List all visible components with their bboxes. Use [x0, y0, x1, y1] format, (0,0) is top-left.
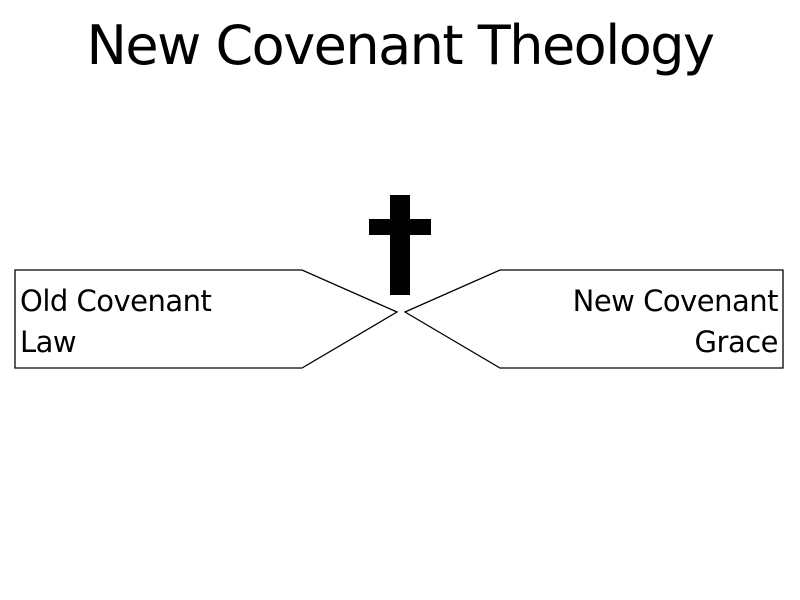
old-covenant-line2: Law	[20, 325, 77, 359]
new-covenant-label: New Covenant Grace	[572, 281, 779, 363]
old-covenant-label: Old Covenant Law	[20, 281, 212, 363]
slide-title: New Covenant Theology	[86, 14, 716, 77]
old-covenant-line1: Old Covenant	[20, 284, 212, 318]
new-covenant-line2: Grace	[694, 325, 779, 359]
cross-icon	[369, 195, 431, 295]
old-covenant-box	[14, 269, 399, 369]
new-covenant-box	[403, 269, 784, 369]
new-covenant-line1: New Covenant	[572, 284, 779, 318]
